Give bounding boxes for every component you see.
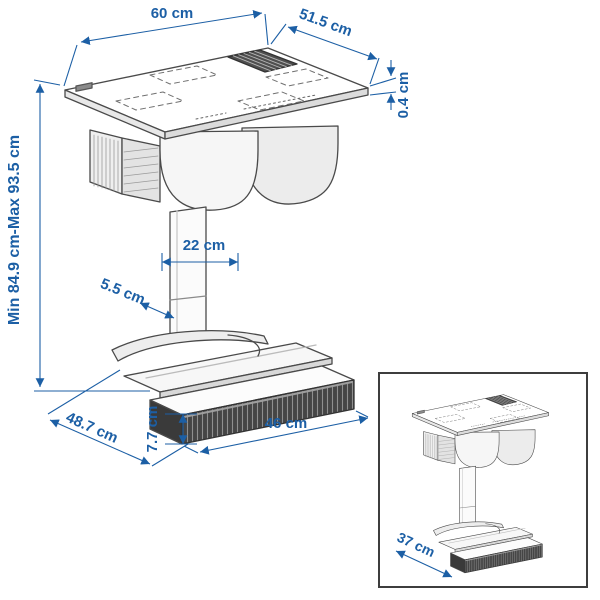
- dimension-column-width: 22 cm: [161, 237, 239, 271]
- label-column-depth: 5.5 cm: [98, 275, 148, 308]
- dimension-plinth-width: 46 cm: [183, 410, 369, 455]
- dimension-top-thickness: 0.4 cm: [369, 60, 412, 119]
- dimension-plinth-height: 7.7 cm: [144, 406, 197, 453]
- label-height-range: Min 84.9 cm-Max 93.5 cm: [6, 135, 23, 325]
- label-plinth-width: 46 cm: [265, 415, 308, 432]
- dimension-height-range: Min 84.9 cm-Max 93.5 cm: [6, 79, 150, 392]
- label-top-thickness: 0.4 cm: [395, 72, 412, 119]
- label-base-depth: 48.7 cm: [63, 409, 120, 447]
- label-top-depth: 51.5 cm: [297, 5, 355, 40]
- dimension-column-depth: 5.5 cm: [98, 275, 175, 319]
- label-top-width: 60 cm: [151, 5, 194, 22]
- dimension-top-width: 60 cm: [63, 5, 269, 87]
- label-plinth-height: 7.7 cm: [144, 406, 161, 453]
- inset-box: 37 cm: [378, 372, 588, 588]
- label-column-width: 22 cm: [183, 237, 226, 254]
